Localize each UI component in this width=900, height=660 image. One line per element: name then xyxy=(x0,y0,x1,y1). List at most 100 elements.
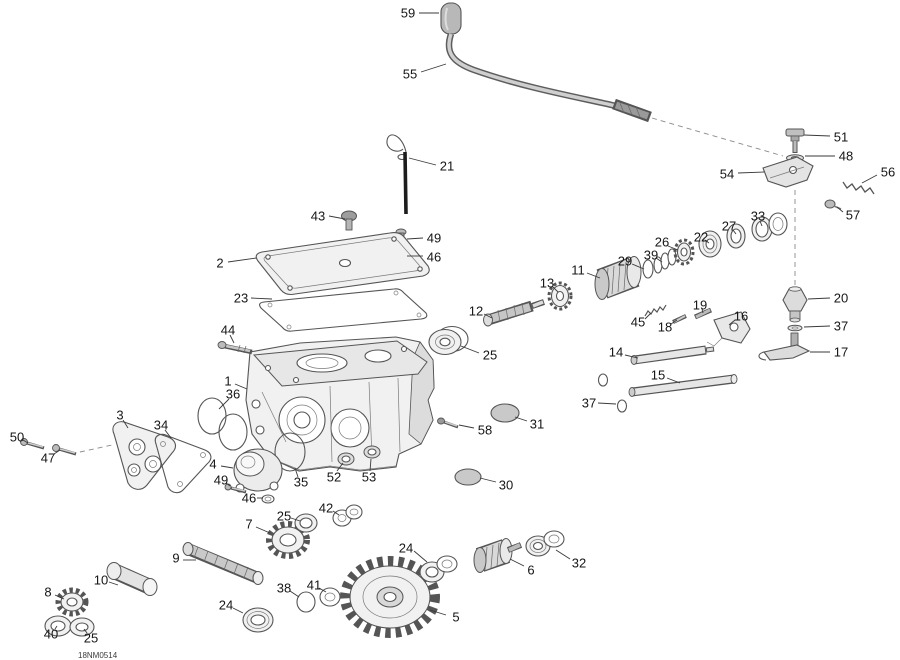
leader-line-14 xyxy=(624,354,639,359)
leader-line-54 xyxy=(737,171,765,174)
leader-line-25 xyxy=(460,345,480,354)
part-label-47: 47 xyxy=(41,451,55,466)
part-label-3: 3 xyxy=(116,408,123,423)
leader-line-47 xyxy=(53,449,61,455)
leader-line-43 xyxy=(328,215,346,220)
plug-31 xyxy=(490,403,520,423)
part-label-12: 12 xyxy=(469,304,483,319)
bearing-32 xyxy=(525,530,565,557)
leader-line-55 xyxy=(420,63,447,73)
bearing-housing-4 xyxy=(233,448,283,493)
leader-line-53 xyxy=(369,458,372,472)
leader-line-30 xyxy=(479,477,497,483)
leader-line-12 xyxy=(483,313,493,319)
leader-line-32 xyxy=(555,549,571,560)
leader-line-49 xyxy=(225,482,231,487)
part-label-48: 48 xyxy=(839,149,853,164)
part-label-10: 10 xyxy=(94,573,108,588)
part-label-43: 43 xyxy=(311,209,325,224)
part-label-19: 19 xyxy=(693,298,707,313)
bearing-upper xyxy=(428,325,469,356)
part-label-9: 9 xyxy=(172,551,179,566)
leader-line-37 xyxy=(803,325,831,328)
leader-line-16 xyxy=(728,319,736,326)
part-label-27: 27 xyxy=(722,219,736,234)
part-label-32: 32 xyxy=(572,556,586,571)
leader-line-33 xyxy=(759,220,763,227)
shift-lever xyxy=(445,32,652,123)
bearings-40-25 xyxy=(44,615,95,637)
housing-bolt xyxy=(217,341,253,355)
part-label-57: 57 xyxy=(846,208,860,223)
leader-line-24 xyxy=(232,607,244,614)
bearing-25-mid xyxy=(294,513,318,533)
leader-line-45 xyxy=(644,312,652,320)
part-label-26: 26 xyxy=(655,235,669,250)
leader-line-58 xyxy=(458,424,475,429)
o-ring-35 xyxy=(274,432,306,472)
housing-screw-49 xyxy=(224,483,247,494)
leader-line-4 xyxy=(220,465,234,469)
leader-line-27 xyxy=(732,229,737,235)
part-label-46: 46 xyxy=(427,250,441,265)
part-label-2: 2 xyxy=(216,256,223,271)
o-ring-38 xyxy=(296,591,316,613)
leader-line-38 xyxy=(289,590,300,598)
part-label-25: 25 xyxy=(483,348,497,363)
alignment-lines xyxy=(79,117,796,453)
part-label-53: 53 xyxy=(362,470,376,485)
part-label-49: 49 xyxy=(427,231,441,246)
main-gear-5 xyxy=(340,556,440,638)
leader-line-15 xyxy=(666,377,681,384)
part-label-24: 24 xyxy=(219,598,233,613)
bushings-52-53 xyxy=(337,445,381,466)
part-label-33: 33 xyxy=(751,209,765,224)
part-label-11: 11 xyxy=(571,263,585,278)
part-label-25: 25 xyxy=(84,631,98,646)
leader-line-10 xyxy=(108,581,119,586)
part-label-40: 40 xyxy=(44,627,58,642)
part-label-35: 35 xyxy=(294,475,308,490)
part-label-23: 23 xyxy=(234,291,248,306)
leader-line-40 xyxy=(54,625,58,630)
part-label-55: 55 xyxy=(403,67,417,82)
leader-line-51 xyxy=(803,134,831,137)
gear-6 xyxy=(473,538,523,573)
part-label-16: 16 xyxy=(734,309,748,324)
leader-line-41 xyxy=(318,587,327,593)
part-label-17: 17 xyxy=(834,345,848,360)
shift-linkage xyxy=(644,304,751,347)
part-label-42: 42 xyxy=(319,501,333,516)
part-label-37: 37 xyxy=(582,396,596,411)
leader-line-49 xyxy=(406,237,424,240)
washers-42 xyxy=(332,504,363,527)
gear-8 xyxy=(55,587,89,617)
part-label-29: 29 xyxy=(618,254,632,269)
leader-line-1 xyxy=(234,383,248,390)
part-label-44: 44 xyxy=(221,323,235,338)
side-cover xyxy=(112,421,177,490)
shaft-9 xyxy=(182,542,264,585)
filler-plug xyxy=(341,210,357,231)
leader-line-44 xyxy=(229,334,235,344)
leader-line-3 xyxy=(122,419,129,429)
leader-line-50 xyxy=(22,439,29,444)
leader-line-11 xyxy=(586,272,601,279)
leader-line-19 xyxy=(701,308,704,314)
shift-shafts xyxy=(597,345,738,413)
part-label-7: 7 xyxy=(245,517,252,532)
leader-line-22 xyxy=(704,239,710,244)
part-label-21: 21 xyxy=(440,159,454,174)
leader-line-31 xyxy=(514,416,528,422)
part-label-22: 22 xyxy=(694,230,708,245)
leader-line-20 xyxy=(807,297,831,300)
part-label-38: 38 xyxy=(277,581,291,596)
leader-line-36 xyxy=(218,398,230,410)
o-rings-36 xyxy=(197,397,248,451)
leader-line-29 xyxy=(631,263,645,270)
leader-line-24 xyxy=(413,550,428,563)
gearbox-housing xyxy=(245,336,435,472)
leader-line-7 xyxy=(255,526,271,534)
plug-30 xyxy=(454,468,482,486)
